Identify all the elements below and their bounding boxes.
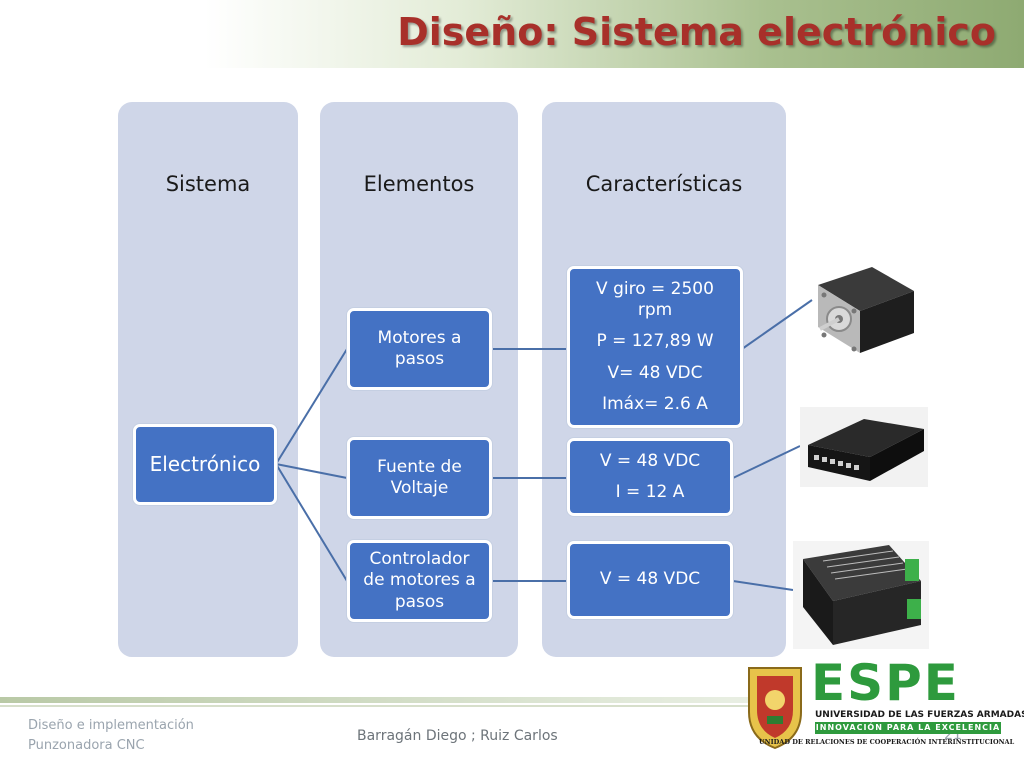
footer-course-line2: Punzonadora CNC	[28, 738, 145, 753]
node-char-motores: V giro = 2500 rpm P = 127,89 W V= 48 VDC…	[567, 266, 743, 428]
node-line: V giro = 2500	[596, 278, 714, 299]
node-motores-a-pasos: Motores a pasos	[347, 308, 492, 390]
footer-authors: Barragán Diego ; Ruiz Carlos	[357, 728, 558, 744]
logo-line2: INNOVACIÓN PARA LA EXCELENCIA	[815, 722, 1001, 734]
logo-line3: UNIDAD DE RELACIONES DE COOPERACIÓN INTE…	[759, 738, 1015, 746]
node-electronico: Electrónico	[133, 424, 277, 505]
node-fuente-de-voltaje: Fuente de Voltaje	[347, 437, 492, 519]
node-line: pasos	[394, 349, 445, 369]
slide-title: Diseño: Sistema electrónico	[397, 10, 996, 54]
column-label-caracteristicas: Características	[585, 172, 743, 196]
power-supply-image	[800, 407, 928, 487]
node-electronico-label: Electrónico	[149, 452, 261, 476]
column-label-elementos: Elementos	[363, 172, 475, 196]
node-line: pasos	[394, 591, 445, 612]
footer-divider	[0, 697, 750, 703]
connector-char-psu-photo	[732, 445, 801, 479]
node-line: de motores a	[363, 570, 476, 591]
footer-course-line1: Diseño e implementación	[28, 718, 194, 733]
node-line: V= 48 VDC	[607, 362, 703, 383]
logo-brand: ESPE	[811, 654, 960, 712]
column-sistema: Sistema	[118, 102, 298, 657]
connector-system-controlador	[275, 463, 348, 582]
stepper-driver-image	[793, 541, 929, 649]
connector-char-motor-photo	[741, 299, 813, 350]
footer-divider-thin	[0, 705, 750, 707]
node-line: V = 48 VDC	[599, 450, 701, 471]
connector-system-fuente	[275, 463, 348, 479]
node-line: Voltaje	[390, 478, 449, 498]
title-bar	[0, 0, 1024, 68]
node-line: Fuente de	[377, 456, 462, 477]
node-char-fuente: V = 48 VDC I = 12 A	[567, 438, 733, 516]
connector-system-motores	[275, 348, 348, 465]
node-line: Motores a	[377, 327, 462, 348]
espe-logo: ESPE UNIVERSIDAD DE LAS FUERZAS ARMADAS …	[745, 654, 1024, 752]
logo-line1: UNIVERSIDAD DE LAS FUERZAS ARMADAS	[815, 710, 1024, 720]
node-controlador: Controlador de motores a pasos	[347, 540, 492, 622]
node-line: I = 12 A	[615, 482, 685, 502]
node-line: rpm	[637, 300, 673, 321]
node-char-controlador: V = 48 VDC	[567, 541, 733, 619]
stepper-motor-image	[818, 267, 914, 353]
espe-crest-icon	[748, 667, 802, 750]
node-line: Controlador	[369, 549, 470, 570]
node-line: V = 48 VDC	[599, 569, 701, 590]
node-line: P = 127,89 W	[596, 331, 714, 352]
column-label-sistema: Sistema	[165, 172, 251, 196]
node-line: Imáx= 2.6 A	[602, 393, 708, 414]
connector-char-driver-photo	[732, 580, 794, 591]
